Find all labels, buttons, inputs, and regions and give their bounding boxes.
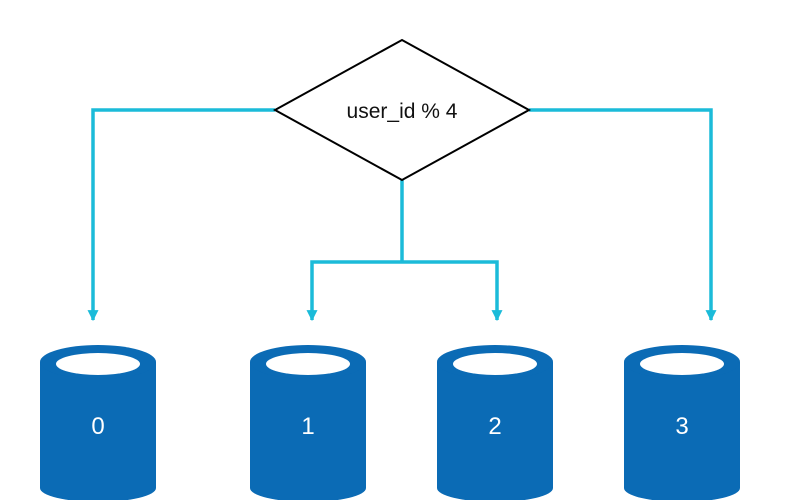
- connector-to-shard-2: [402, 260, 503, 322]
- database-shard-3-body: [624, 362, 740, 500]
- connector-to-shard-0: [87, 108, 275, 322]
- database-shard-0: 0: [40, 345, 156, 500]
- router-label: user_id % 4: [347, 100, 458, 123]
- database-shard-1-top-inner: [266, 353, 350, 375]
- database-shard-2-top-inner: [453, 353, 537, 375]
- database-shard-0-label: 0: [91, 413, 104, 440]
- router-diamond: [272, 38, 532, 182]
- connector-to-shard-1: [306, 260, 402, 322]
- database-shard-3-top-inner: [640, 353, 724, 375]
- database-shard-1-body: [250, 362, 366, 500]
- database-shard-0-top-inner: [56, 353, 140, 375]
- database-shard-2-body: [437, 362, 553, 500]
- database-shard-3-label: 3: [675, 413, 688, 440]
- database-shard-2: 2: [437, 345, 553, 500]
- router-node: user_id % 4: [272, 38, 532, 182]
- database-shard-2-label: 2: [488, 413, 501, 440]
- database-shard-3: 3: [624, 345, 740, 500]
- database-shard-0-body: [40, 362, 156, 500]
- database-shard-1-label: 1: [301, 413, 314, 440]
- connectors: [87, 108, 717, 322]
- database-shard-1: 1: [250, 345, 366, 500]
- connector-to-shard-3: [529, 108, 717, 322]
